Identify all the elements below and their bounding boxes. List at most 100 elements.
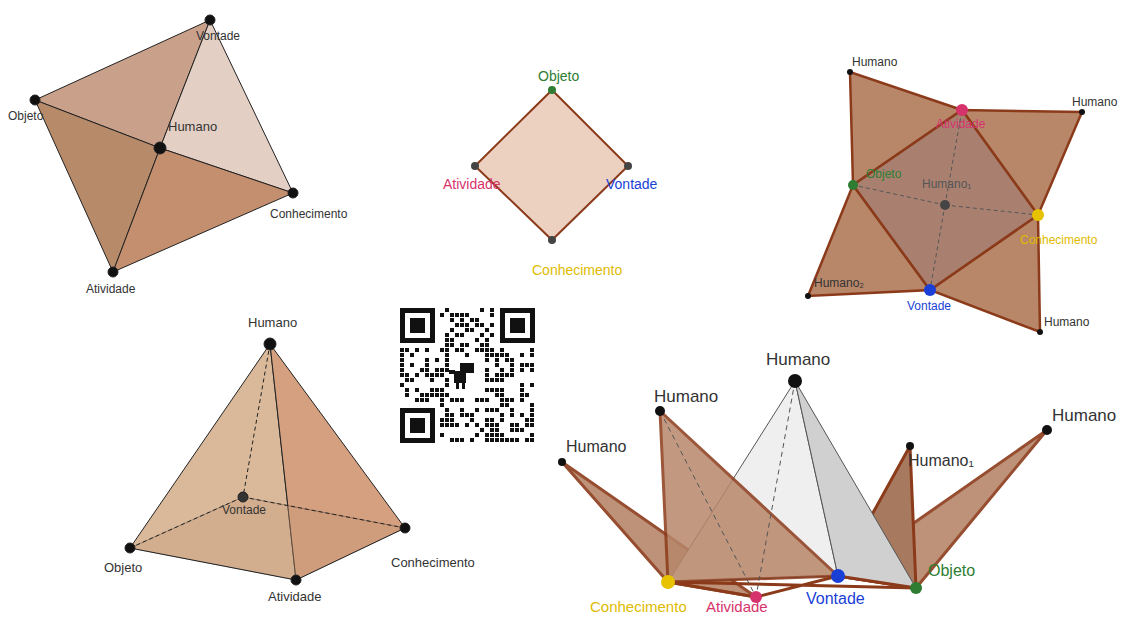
qr-module (410, 353, 414, 357)
vertex-label: Conhecimento (1020, 234, 1097, 248)
qr-module (440, 418, 444, 422)
qr-module (440, 388, 444, 392)
qr-module (530, 408, 534, 412)
qr-module (510, 358, 514, 362)
qr-module (515, 438, 519, 442)
vertex-label: Objeto (928, 562, 975, 580)
qr-module (530, 423, 534, 427)
qr-module (510, 363, 514, 367)
qr-module (430, 378, 434, 382)
qr-module (485, 348, 489, 352)
qr-module (445, 393, 449, 397)
qr-module (470, 413, 474, 417)
qr-module (440, 348, 444, 352)
qr-module (455, 348, 459, 352)
qr-module (505, 438, 509, 442)
qr-module (465, 313, 469, 317)
qr-module (500, 308, 535, 343)
qr-module (405, 373, 409, 377)
vertex-label: Conhecimento (391, 556, 475, 571)
vertex-label: Humano (766, 350, 830, 370)
qr-module (460, 323, 464, 327)
qr-module (495, 393, 499, 397)
qr-module (495, 388, 499, 392)
qr-module (530, 433, 534, 437)
qr-module (475, 348, 479, 352)
qr-module (445, 308, 449, 312)
qr-module (495, 358, 499, 362)
qr-module (525, 393, 529, 397)
qr-module (490, 313, 494, 317)
qr-module (435, 368, 439, 372)
vertex-label: Vontade (222, 504, 266, 518)
qr-module (500, 348, 504, 352)
qr-module (450, 423, 454, 427)
qr-module (450, 343, 454, 347)
qr-module (430, 393, 434, 397)
qr-module (445, 413, 449, 417)
qr-module (430, 373, 434, 377)
qr-module (445, 408, 449, 412)
qr-module (485, 388, 489, 392)
qr-module (465, 323, 469, 327)
qr-module (485, 373, 489, 377)
qr-module (460, 398, 464, 402)
vertex-label: Humano₁ (922, 178, 971, 192)
qr-module (455, 333, 459, 337)
qr-module (500, 403, 504, 407)
qr-module (410, 418, 425, 433)
qr-module (510, 368, 514, 372)
vertex-label: Humano (654, 387, 718, 407)
qr-module (500, 378, 504, 382)
qr-module (530, 403, 534, 407)
qr-module (520, 368, 524, 372)
vertex-label: Humano (1052, 406, 1116, 426)
qr-module (495, 363, 499, 367)
qr-module (490, 433, 494, 437)
qr-module (500, 368, 504, 372)
qr-module (505, 403, 509, 407)
qr-module (520, 383, 524, 387)
vertex-label: Humano (1044, 316, 1089, 330)
qr-module (405, 393, 409, 397)
qr-module (520, 363, 524, 367)
qr-module (520, 393, 524, 397)
qr-module (485, 423, 489, 427)
qr-module (410, 378, 414, 382)
qr-module (445, 363, 449, 367)
qr-module (400, 348, 404, 352)
qr-module (505, 398, 509, 402)
qr-module (400, 368, 404, 372)
qr-module (470, 438, 474, 442)
qr-module (490, 333, 494, 337)
qr-module (525, 418, 529, 422)
qr-module (530, 353, 534, 357)
qr-module (410, 363, 414, 367)
qr-module (530, 413, 534, 417)
qr-module (510, 398, 514, 402)
qr-module (450, 413, 454, 417)
qr-module (405, 378, 409, 382)
qr-module (510, 413, 514, 417)
qr-module (440, 313, 444, 317)
qr-module (525, 423, 529, 427)
qr-module (440, 403, 444, 407)
qr-module (485, 353, 489, 357)
qr-module (435, 358, 439, 362)
qr-module (475, 423, 479, 427)
qr-module (445, 368, 449, 372)
qr-module (510, 423, 514, 427)
qr-module (425, 358, 429, 362)
qr-module (525, 363, 529, 367)
vertex-label: Conhecimento (532, 262, 622, 278)
qr-module (420, 398, 424, 402)
qr-module (490, 408, 494, 412)
net-figure (805, 69, 1085, 335)
vertex-label: Atividade (268, 590, 321, 605)
qr-module (485, 343, 489, 347)
qr-module (495, 408, 499, 412)
qr-module (445, 348, 449, 352)
qr-module (490, 418, 494, 422)
qr-module (500, 353, 504, 357)
vertex-label: Conhecimento (590, 598, 687, 615)
